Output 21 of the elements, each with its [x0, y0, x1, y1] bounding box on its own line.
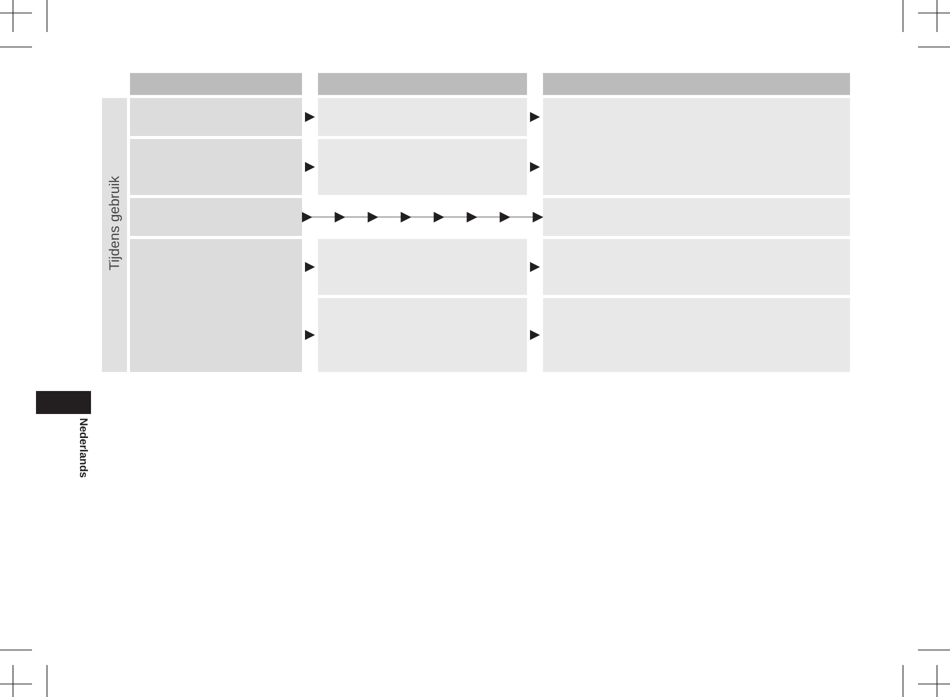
- header-cell: [130, 73, 302, 95]
- group-label: Tijdens gebruik: [106, 176, 122, 270]
- arrow: [530, 162, 540, 172]
- language-tab: [36, 391, 91, 414]
- header-cell: [543, 73, 850, 95]
- arrow: [305, 162, 315, 172]
- arrow: [302, 212, 544, 222]
- arrow: [530, 330, 540, 340]
- arrow: [530, 112, 540, 122]
- arrow: [530, 262, 540, 272]
- row-group-band: [102, 98, 127, 372]
- arrow: [305, 262, 315, 272]
- language-label: Nederlands: [77, 418, 89, 478]
- header-cell: [318, 73, 527, 95]
- table-cell: [543, 198, 850, 236]
- arrow: [305, 330, 315, 340]
- table-cell: [130, 198, 302, 236]
- table-cell: [130, 139, 302, 195]
- table-cell: [130, 239, 302, 372]
- arrow: [305, 112, 315, 122]
- table-cell: [130, 98, 302, 136]
